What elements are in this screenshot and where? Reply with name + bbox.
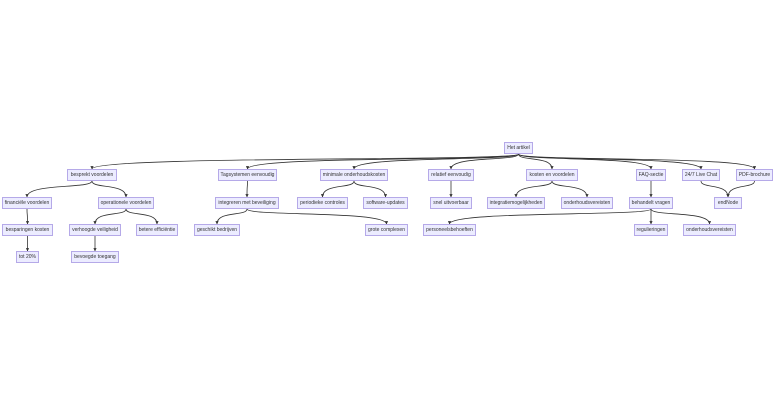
node-b11: geschikt bedrijven (194, 224, 240, 236)
edge-root-d (449, 153, 519, 170)
edge-e-e2 (551, 180, 589, 198)
node-b: Tagsystemen eenvoudig (218, 169, 277, 181)
edge-c-c2 (353, 180, 388, 198)
node-a1: financiële voordelen (2, 197, 52, 209)
edge-root-e (518, 153, 554, 170)
edge-h-end (726, 180, 755, 198)
node-f: FAQ-sectie (636, 169, 666, 181)
edge-b-b1 (245, 180, 249, 198)
node-a11: besparingen kosten (2, 224, 53, 236)
edge-a-a2 (91, 180, 128, 198)
node-d: relatief eenvoudig (428, 169, 474, 181)
node-a2: operationele voordelen (98, 197, 154, 209)
node-e: kosten en voordelen (526, 169, 578, 181)
edge-c-c1 (320, 180, 355, 198)
node-c2: software-updates (363, 197, 408, 209)
node-a: besprekt voordelen (67, 169, 117, 181)
node-a21: verhoogde veiligheid (69, 224, 121, 236)
edge-root-h (518, 153, 757, 170)
node-a22: betere efficiëntie (136, 224, 178, 236)
edge-e-e1 (514, 180, 553, 198)
edge-a-a1 (25, 180, 93, 198)
edge-g-end (700, 180, 730, 198)
node-end: endNode (714, 197, 742, 209)
node-g: 24/7 Live Chat (682, 169, 720, 181)
node-f11: personeelsbehoeften (423, 224, 476, 236)
node-f12: regulieringen (634, 224, 668, 236)
node-c: minimale onderhoudskosten (320, 169, 388, 181)
edge-f1-f11 (447, 208, 652, 225)
node-b12: grote complexen (365, 224, 408, 236)
node-h: PDF-brochure (736, 169, 773, 181)
node-f13: onderhoudsvereisten (683, 224, 736, 236)
node-c1: periodieke controles (297, 197, 348, 209)
edge-a1-a11 (25, 208, 30, 225)
node-a111: tot 20% (16, 251, 39, 263)
node-b1: integreren met beveiliging (215, 197, 279, 209)
edge-f1-f13 (650, 208, 712, 225)
node-f1: behandelt vragen (629, 197, 673, 209)
edge-b1-b11 (215, 208, 248, 225)
node-e1: integratiemogelijkheden (487, 197, 545, 209)
edge-a2-a22 (125, 208, 159, 225)
edge-a2-a21 (93, 208, 127, 225)
edge-b1-b12 (246, 208, 389, 225)
edge-root-f (518, 153, 653, 170)
node-a211: bevoegde toegang (71, 251, 119, 263)
node-root: Het artikel (504, 142, 533, 154)
node-d1: snel uitvoerbaar (430, 197, 472, 209)
edge-root-c (352, 153, 519, 170)
node-e2: onderhoudsvereisten (561, 197, 613, 209)
